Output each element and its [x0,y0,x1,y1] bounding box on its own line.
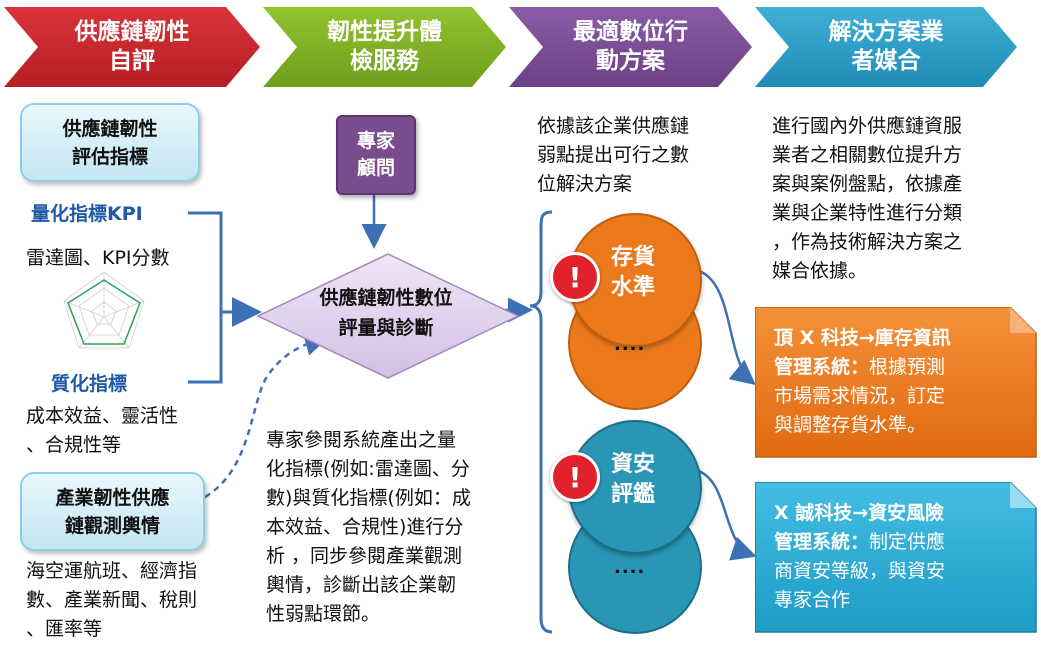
expert-box: 專家 顧問 [336,115,416,195]
chevron-shape [263,7,506,87]
monitor-items: 海空運航班、經濟指 數、產業新聞、稅則 、匯率等 [26,560,198,640]
solution-title: X 誠科技→資安風險 管理系統： [774,502,945,553]
alert-icon: ! [550,252,600,302]
security-solution-text: X 誠科技→資安風險 管理系統：制定供應 商資安等級，與資安 專家合作 [774,499,945,615]
diagnosis-description: 專家參閱系統產出之量 化指標(例如:雷達圖、分 數)與質化指標(例如：成 本效益… [266,429,471,625]
step-self-assessment: 供應鏈韌性 自評 [4,7,260,87]
alert-icon: ! [550,452,600,502]
kpi-bracket-line [188,211,223,384]
kpi-items: 雷達圖、KPI分數 [26,247,170,269]
weakness-description: 依據該企業供應鏈 弱點提出可行之數 位解決方案 [537,115,690,195]
step-digital-plan: 最適數位行 動方案 [509,7,752,87]
chevron-shape [4,7,260,87]
kpi-heading: 量化指標KPI [31,203,143,225]
step-label: 最適數位行 動方案 [573,19,688,74]
inventory-solution-box [755,307,1037,458]
diagnosis-label: 供應鏈韌性數位 評量與診斷 [319,287,453,339]
step-label: 解決方案業 者媒合 [828,19,944,74]
curly-bracket [529,210,553,634]
security-solution-box [755,482,1037,633]
inventory-more: .... [614,334,646,355]
solution-title: 頂 X 科技→庫存資訊 管理系統： [774,327,951,378]
diagnosis-diamond [256,253,520,379]
radar-chart-icon [63,271,145,349]
chevron-shape [755,7,1017,87]
inventory-solution-arrow [695,268,756,386]
quality-items: 成本效益、靈活性 、合規性等 [26,405,179,456]
matching-description: 進行國內外供應鏈資服 業者之相關數位提升方 案與案例盤點，依據產 業與企業特性進… [772,115,963,282]
monitor-box: 產業韌性供應 鏈觀測輿情 [20,472,205,551]
security-solution-arrow [695,468,757,561]
step-label: 供應鏈韌性 自評 [74,19,190,74]
inventory-label: 存貨 水準 [610,245,655,300]
security-more: .... [614,557,646,578]
step-label: 韌性提升體 檢服務 [327,19,442,74]
monitor-dashed-arrow [204,331,330,499]
indicator-box: 供應鏈韌性 評估指標 [20,103,200,182]
quality-heading: 質化指標 [51,373,128,395]
solution-body: 制定供應 商資安等級，與資安 專家合作 [774,531,946,611]
solution-body: 根據預測 市場需求情況，訂定 與調整存貨水準。 [774,356,946,436]
security-label: 資安 評鑑 [610,452,655,507]
step-solution-matching: 解決方案業 者媒合 [755,7,1017,87]
chevron-shape [509,7,752,87]
step-health-check: 韌性提升體 檢服務 [263,7,506,87]
inventory-solution-text: 頂 X 科技→庫存資訊 管理系統：根據預測 市場需求情況，訂定 與調整存貨水準。 [774,324,951,440]
